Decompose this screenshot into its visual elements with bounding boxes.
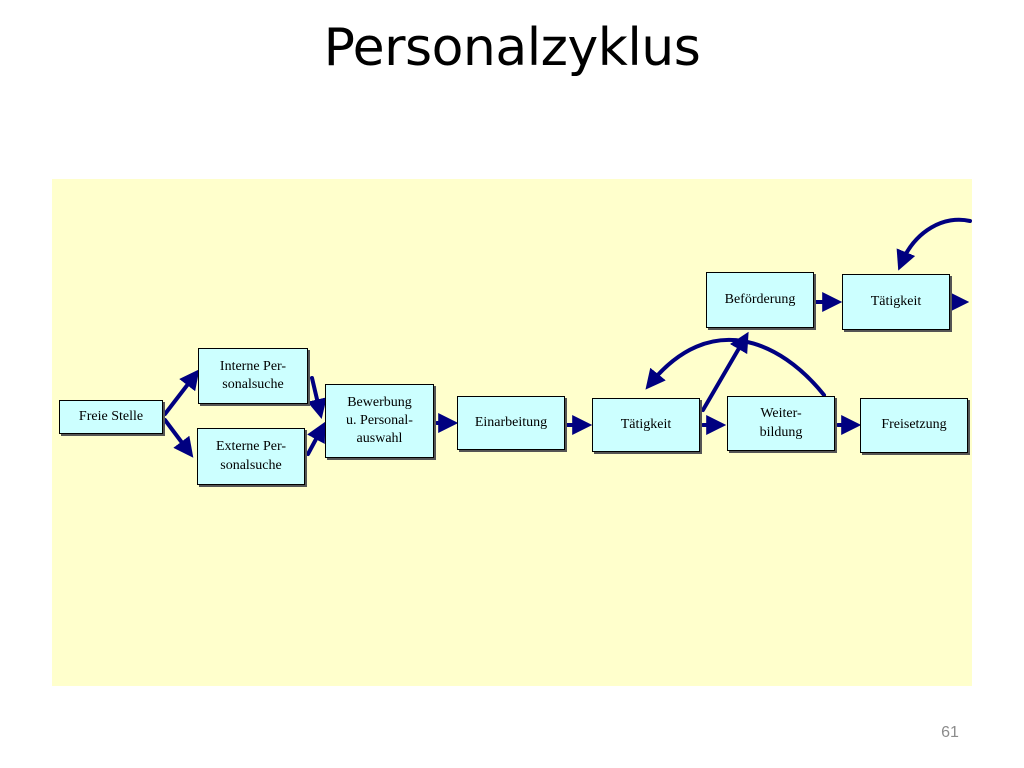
box-interne-personalsuche: Interne Per- sonalsuche (198, 348, 308, 404)
box-freisetzung: Freisetzung (860, 398, 968, 453)
arrow-interne-to-bewerbung (307, 376, 327, 420)
box-taetigkeit-1: Tätigkeit (592, 398, 700, 452)
box-freie-stelle: Freie Stelle (59, 400, 163, 434)
box-weiterbildung: Weiter- bildung (727, 396, 835, 451)
arrow-freie-to-interne (163, 369, 200, 416)
box-externe-personalsuche: Externe Per- sonalsuche (197, 428, 305, 485)
arrow-taetigkeit-up-to-befoerderung (701, 331, 749, 412)
arrow-return-top (896, 217, 972, 271)
slide-title: Personalzyklus (323, 18, 701, 78)
arrow-freie-to-externe (163, 418, 194, 458)
page-number: 61 (941, 724, 959, 741)
box-taetigkeit-2: Tätigkeit (842, 274, 950, 330)
box-befoerderung: Beförderung (706, 272, 814, 328)
box-bewerbung-personalauswahl: Bewerbung u. Personal- auswahl (325, 384, 434, 458)
arrow-externe-to-bewerbung (306, 421, 326, 456)
box-einarbeitung: Einarbeitung (457, 396, 565, 450)
